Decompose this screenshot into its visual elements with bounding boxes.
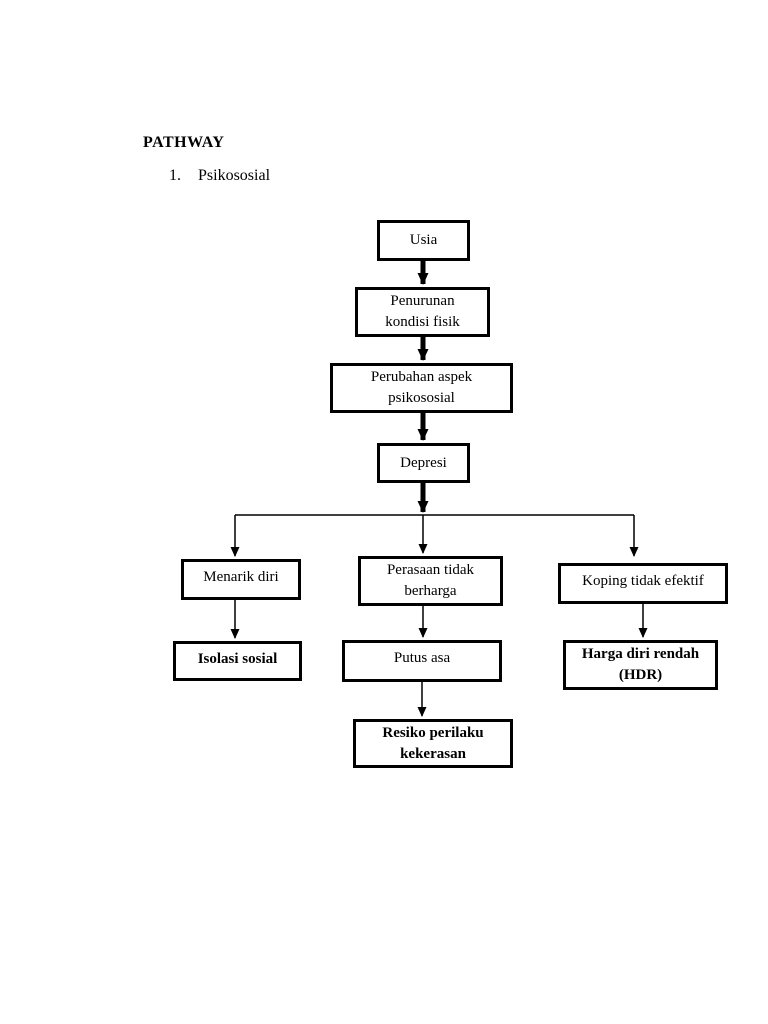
node-koping-tidak-efektif: Koping tidak efektif — [558, 563, 728, 604]
list-number: 1. — [169, 167, 181, 184]
node-putus-asa: Putus asa — [342, 640, 502, 682]
node-depresi: Depresi — [377, 443, 470, 483]
node-perasaan-tidak-berharga: Perasaan tidak berharga — [358, 556, 503, 606]
numbered-list-item: 1. Psikososial — [169, 167, 270, 185]
node-isolasi-sosial: Isolasi sosial — [173, 641, 302, 681]
page-title: PATHWAY — [143, 134, 225, 151]
list-label: Psikososial — [198, 167, 271, 184]
node-penurunan-kondisi-fisik: Penurunan kondisi fisik — [355, 287, 490, 337]
node-usia: Usia — [377, 220, 470, 261]
node-harga-diri-rendah: Harga diri rendah (HDR) — [563, 640, 718, 690]
node-perubahan-aspek-psikososial: Perubahan aspek psikososial — [330, 363, 513, 413]
node-resiko-perilaku-kekerasan: Resiko perilaku kekerasan — [353, 719, 513, 768]
node-menarik-diri: Menarik diri — [181, 559, 301, 600]
